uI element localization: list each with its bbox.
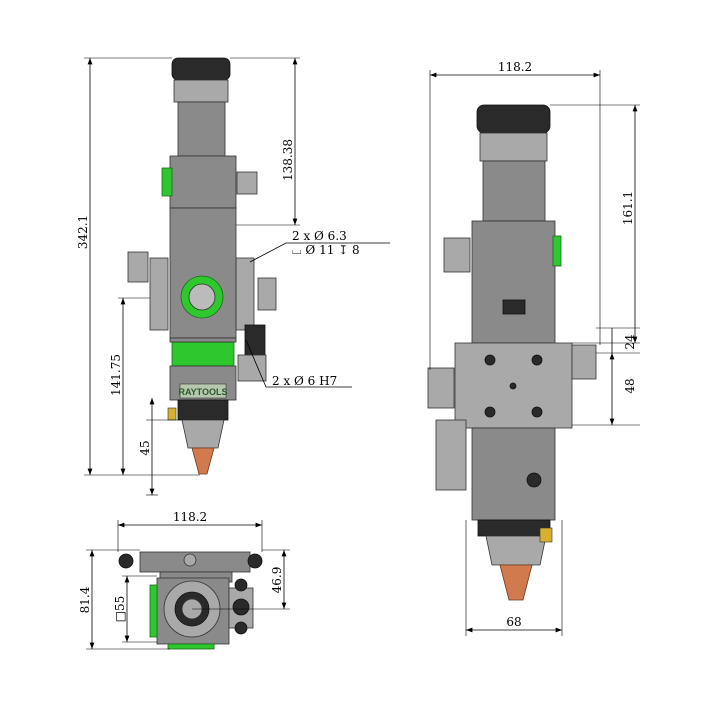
- upper-body: [471, 220, 556, 344]
- copper-nozzle: [191, 447, 215, 475]
- hole-leader: [249, 242, 390, 263]
- right-mount-plate: [235, 257, 255, 331]
- side-dimensions: 118.2 161.1 24 48 68: [429, 60, 640, 636]
- right-fitting: [571, 344, 597, 380]
- top-right-fitting: [236, 171, 258, 195]
- dim-nozzle-length: 45: [138, 440, 152, 455]
- upper-body: [169, 155, 237, 209]
- front-view: RAYTOOLS: [127, 57, 277, 475]
- hole-callout-1: 2 x Ø 6.3: [292, 229, 347, 243]
- green-bottom-tab: [167, 643, 215, 650]
- right-fitting: [247, 553, 263, 569]
- dim-top-to-plate: 161.1: [621, 191, 635, 225]
- gas-port: [167, 407, 177, 421]
- left-mount-plate: [149, 257, 169, 331]
- dim-center-offset: 46.9: [270, 567, 284, 594]
- mount-hole: [531, 354, 543, 366]
- pin-leader: [245, 339, 352, 388]
- cap-collar: [173, 79, 229, 103]
- knurled-cap: [476, 104, 551, 134]
- nozzle-ring: [477, 519, 551, 537]
- brand-plate: [179, 383, 227, 399]
- pin-callout: 2 x Ø 6 H7: [272, 374, 337, 388]
- nozzle-body: [485, 535, 547, 566]
- fitting: [234, 621, 248, 635]
- dim-body-width: 68: [506, 615, 521, 629]
- front-dimensions: 342.1 138.38 141.75 45 2 x Ø 6.3 ⌴ Ø 11 …: [76, 57, 390, 496]
- center-hole: [509, 382, 517, 390]
- collimator-tube: [482, 160, 546, 222]
- side-view: [427, 104, 597, 601]
- focus-dial-face: [188, 283, 216, 311]
- mount-hole: [484, 406, 496, 418]
- right-fitting: [257, 277, 277, 311]
- gas-port: [539, 527, 553, 543]
- connector-port: [502, 299, 526, 315]
- copper-nozzle: [499, 564, 533, 601]
- right-connector: [244, 324, 266, 356]
- dim-overall-height: 342.1: [76, 215, 90, 249]
- green-side-tab: [552, 235, 562, 267]
- dim-overall-width: 118.2: [498, 60, 532, 74]
- brand-label: RAYTOOLS: [178, 387, 227, 397]
- hole-callout-2: ⌴ Ø 11 ↧ 8: [292, 243, 360, 257]
- collimator-tube: [177, 101, 226, 157]
- bottom-dimensions: 118.2 81.4 □55 46.9: [78, 510, 290, 650]
- mount-hole: [531, 406, 543, 418]
- dim-plate-offset: 24: [623, 334, 637, 350]
- left-fitting: [118, 553, 134, 569]
- dim-overall-width-bottom: 118.2: [173, 510, 207, 524]
- side-port: [526, 472, 542, 488]
- side-sensor-block: [435, 419, 467, 491]
- fitting: [234, 578, 248, 592]
- left-fitting-lower: [427, 367, 455, 409]
- lower-body: [471, 427, 556, 521]
- nozzle-ring: [177, 399, 229, 421]
- dim-top-to-mount: 138.38: [281, 139, 295, 181]
- bottom-view: [118, 551, 263, 650]
- dim-overall-depth: 81.4: [78, 586, 92, 613]
- green-side-tab: [149, 584, 158, 638]
- left-fitting: [127, 251, 149, 283]
- band-top: [169, 337, 237, 343]
- mount-hole: [484, 354, 496, 366]
- dim-plate-height: 48: [623, 378, 637, 393]
- dim-square-size: □55: [113, 596, 127, 623]
- knurled-cap: [171, 57, 231, 81]
- left-fitting: [443, 237, 471, 273]
- top-port: [183, 553, 197, 567]
- green-side-tab: [161, 167, 173, 197]
- connector-plug: [232, 598, 250, 616]
- green-band: [171, 341, 235, 367]
- dim-mount-to-tip: 141.75: [109, 354, 123, 396]
- nozzle-body: [181, 419, 225, 449]
- cap-collar: [479, 132, 548, 162]
- middle-body: [169, 207, 237, 339]
